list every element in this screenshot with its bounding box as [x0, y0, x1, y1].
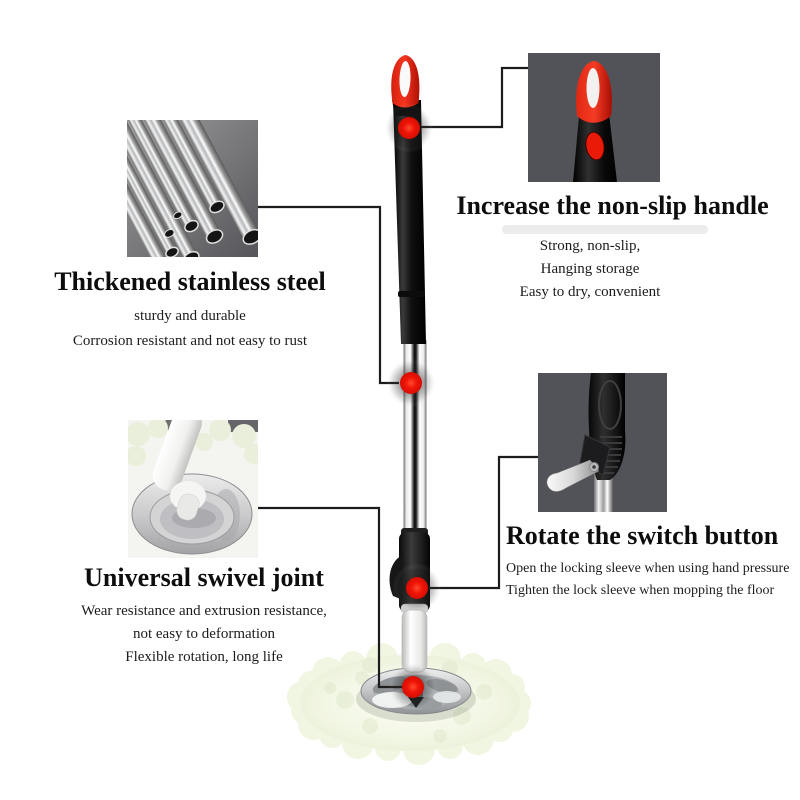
callout-handle-line: Hanging storage: [540, 261, 640, 277]
callout-switch-line: Open the locking sleeve when using hand …: [506, 561, 790, 576]
photo-rotate-switch: [538, 373, 667, 512]
callout-swivel: Universal swivel joint Wear resistance a…: [45, 562, 363, 669]
callout-steel-line: Corrosion resistant and not easy to rust: [72, 333, 308, 349]
photo-non-slip-handle: [528, 53, 660, 182]
photo-stainless-steel-tubes: [78, 72, 262, 300]
callout-handle-line: Strong, non-slip,: [539, 238, 641, 254]
callout-swivel-line: Flexible rotation, long life: [125, 649, 283, 665]
leader-line-switch: [429, 455, 538, 590]
callout-handle-line: Easy to dry, convenient: [519, 284, 661, 300]
callout-swivel-line: Wear resistance and extrusion resistance…: [81, 603, 327, 619]
callout-steel-line: sturdy and durable: [134, 308, 246, 324]
photo-universal-swivel-joint: [126, 407, 264, 558]
feature-marker-swivel: [388, 662, 438, 712]
mop-pad: [287, 643, 531, 765]
callout-handle: Increase the non-slip handle Strong, non…: [440, 190, 785, 304]
leader-line-handle: [421, 66, 529, 129]
feature-marker-switch: [392, 563, 442, 613]
callout-switch: Rotate the switch button Open the lockin…: [506, 520, 790, 602]
feature-marker-steel: [386, 358, 436, 408]
feature-marker-handle: [384, 103, 434, 153]
callout-switch-line: Tighten the lock sleeve when mopping the…: [506, 583, 775, 598]
callout-handle-title: Increase the non-slip handle: [456, 191, 769, 220]
callout-steel: Thickened stainless steel sturdy and dur…: [40, 266, 340, 354]
hang-loop: [391, 55, 420, 108]
callout-swivel-line: not easy to deformation: [132, 626, 276, 642]
callout-swivel-title: Universal swivel joint: [84, 563, 324, 592]
text-smudge: [502, 225, 708, 234]
callout-steel-title: Thickened stainless steel: [54, 267, 326, 296]
callout-switch-title: Rotate the switch button: [506, 521, 779, 550]
swivel-neck: [400, 603, 429, 673]
